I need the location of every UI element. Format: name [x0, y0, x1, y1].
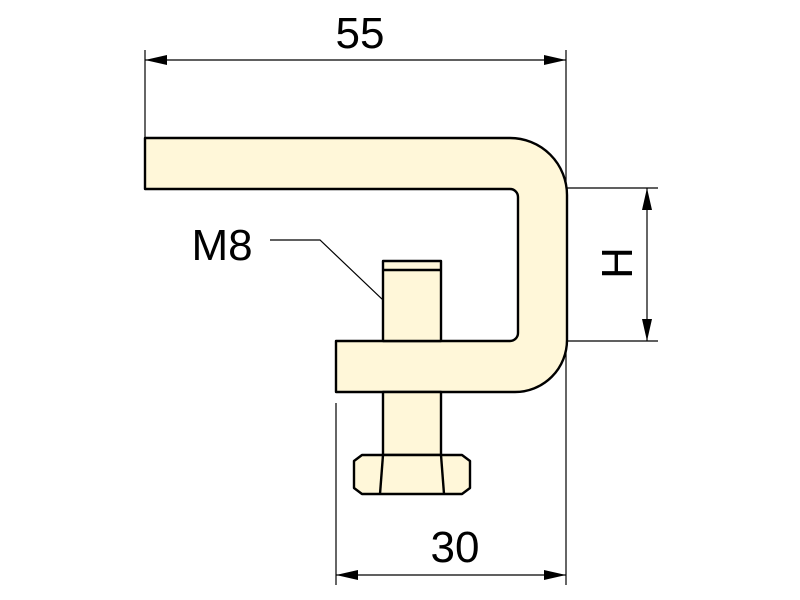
- dimension-30: 30: [335, 403, 566, 585]
- dimension-label-30: 30: [431, 523, 480, 572]
- bolt-shank-lower: [381, 390, 443, 457]
- dimension-label-55: 55: [336, 9, 385, 58]
- dimension-label-h: H: [593, 247, 642, 279]
- hex-head-face-right: [439, 454, 446, 495]
- arrowhead-bottom-h: [642, 319, 652, 341]
- clamp-body: [143, 136, 569, 394]
- arrowhead-right-55: [544, 55, 566, 65]
- leader-line-m8: [270, 239, 384, 301]
- thread-callout: M8: [191, 221, 384, 301]
- thread-label-m8: M8: [191, 221, 252, 270]
- bolt: [352, 259, 472, 496]
- bolt-hex-head: [352, 453, 472, 496]
- hex-head-face-left: [378, 454, 385, 495]
- arrowhead-left-55: [145, 55, 167, 65]
- arrowhead-left-30: [336, 570, 358, 580]
- arrowhead-right-30: [544, 570, 566, 580]
- dimension-h: H: [518, 187, 658, 342]
- arrowhead-top-h: [642, 188, 652, 210]
- dimension-55: 55: [144, 9, 567, 585]
- bolt-shank-upper: [381, 259, 443, 343]
